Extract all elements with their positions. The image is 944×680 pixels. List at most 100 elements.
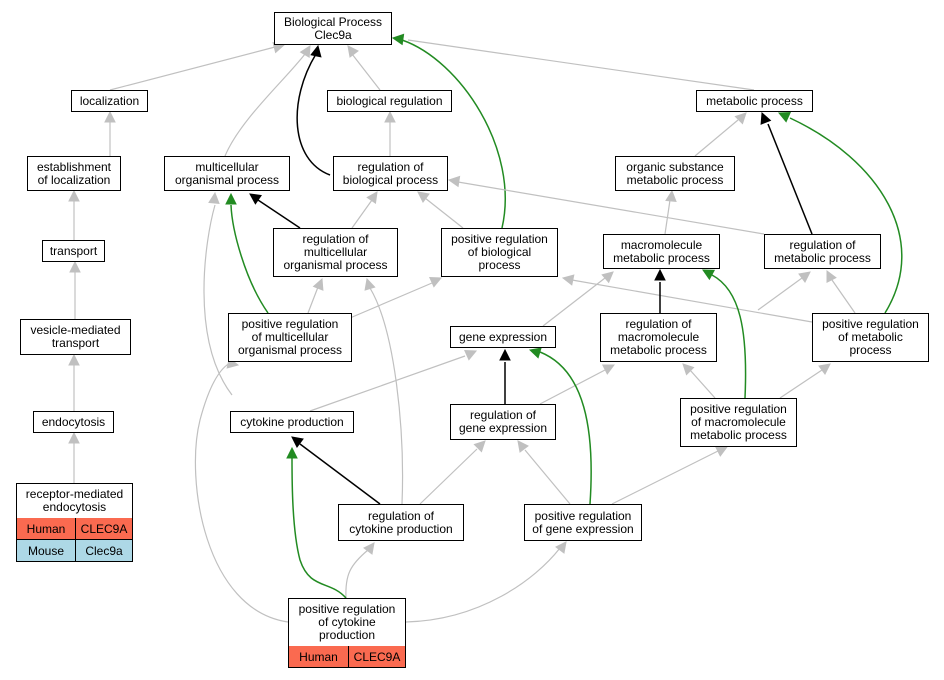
node-localization[interactable]: localization — [71, 90, 148, 112]
node-regulation-of-gene-expression[interactable]: regulation of gene expression — [450, 404, 556, 440]
gene-cell-clec9a-human: CLEC9A — [348, 646, 405, 667]
edge-line — [689, 369, 716, 399]
edge-line — [369, 287, 404, 505]
edge-arrowhead — [384, 110, 396, 123]
edge-arrowhead — [702, 269, 716, 281]
node-positive-regulation-of-macromolecule-metabolic-process[interactable]: positive regulation of macromolecule met… — [680, 398, 797, 447]
node-regulation-of-metabolic-process[interactable]: regulation of metabolic process — [764, 234, 881, 269]
node-positive-regulation-of-biological-process[interactable]: positive regulation of biological proces… — [441, 228, 558, 277]
edge-line — [291, 457, 347, 599]
edge-line — [542, 277, 606, 327]
edge-line — [309, 355, 466, 412]
edge-line — [349, 282, 433, 319]
edge-line — [407, 39, 755, 91]
edge-arrowhead — [561, 274, 575, 286]
node-positive-regulation-of-gene-expression[interactable]: positive regulation of gene expression — [524, 504, 642, 541]
edge-arrowhead — [682, 363, 695, 376]
node-regulation-of-multicellular-organismal-process[interactable]: regulation of multicellular organismal p… — [273, 228, 398, 277]
species-cell-human: Human — [17, 518, 75, 539]
edge-line — [757, 277, 803, 311]
node-biological-regulation[interactable]: biological regulation — [327, 90, 452, 112]
edge-arrowhead — [208, 191, 220, 204]
edge-arrowhead — [68, 431, 80, 444]
edge-line — [694, 119, 739, 157]
edge-arrowhead — [777, 111, 791, 123]
edge-line — [109, 46, 276, 91]
edge-line — [405, 547, 561, 623]
species-cell-human: Human — [289, 646, 348, 667]
node-regulation-of-cytokine-production[interactable]: regulation of cytokine production — [338, 504, 464, 541]
node-regulation-of-macromolecule-metabolic-process[interactable]: regulation of macromolecule metabolic pr… — [600, 313, 717, 362]
node-cytokine-production[interactable]: cytokine production — [230, 411, 354, 433]
edge-arrowhead — [299, 45, 311, 59]
edge-line — [194, 361, 289, 623]
edge-line — [351, 199, 373, 229]
node-transport[interactable]: transport — [42, 240, 105, 262]
edge-line — [307, 286, 319, 314]
edge-arrowhead — [499, 348, 511, 361]
edge-line — [524, 449, 571, 505]
edge-arrowhead — [528, 347, 542, 359]
edge-line — [457, 181, 765, 235]
edge-arrowhead — [364, 277, 376, 291]
edge-arrowhead — [798, 271, 811, 283]
edge-arrowhead — [429, 276, 443, 288]
node-positive-regulation-of-multicellular-organismal-process[interactable]: positive regulation of multicellular org… — [228, 313, 352, 362]
edge-line — [571, 279, 813, 323]
edge-arrowhead — [391, 33, 405, 46]
edge-line — [424, 197, 464, 229]
node-establishment-of-localization[interactable]: establishment of localization — [27, 156, 121, 191]
node-receptor-mediated-endocytosis[interactable]: receptor-mediated endocytosis — [16, 483, 133, 519]
edge-line — [831, 279, 856, 314]
edge-arrowhead — [417, 191, 430, 203]
edge-arrowhead — [225, 192, 237, 205]
edge-arrowhead — [363, 542, 375, 555]
edge-line — [779, 369, 823, 399]
edge-arrowhead — [555, 541, 567, 554]
gene-table-receptor-mediated-endocytosis-mouse: Mouse Clec9a — [16, 540, 133, 562]
edge-arrowhead — [286, 446, 298, 459]
node-macromolecule-metabolic-process[interactable]: macromolecule metabolic process — [603, 234, 720, 269]
edge-arrowhead — [601, 271, 614, 284]
edge-arrowhead — [826, 269, 837, 284]
edge-arrowhead — [69, 260, 81, 273]
edge-line — [299, 443, 381, 505]
gene-table-positive-regulation-of-cytokine-production: Human CLEC9A — [288, 646, 406, 668]
edge-arrowhead — [447, 175, 461, 188]
node-organic-substance-metabolic-process[interactable]: organic substance metabolic process — [615, 156, 735, 191]
edge-arrowhead — [68, 353, 80, 366]
edge-arrowhead — [601, 364, 616, 375]
edge-line — [711, 274, 747, 399]
edge-line — [401, 39, 506, 229]
edge-line — [611, 450, 719, 505]
edge-arrowhead — [734, 112, 747, 125]
edge-arrowhead — [654, 268, 666, 281]
node-biological-process[interactable]: Biological Process Clec9a — [274, 12, 392, 45]
edge-line — [345, 549, 369, 599]
gene-cell-clec9a-human: CLEC9A — [75, 518, 132, 539]
edge-arrowhead — [665, 189, 677, 202]
edge-arrowhead — [104, 110, 116, 123]
edge-arrowhead — [291, 436, 304, 448]
node-multicellular-organismal-process[interactable]: multicellular organismal process — [164, 156, 290, 191]
edge-arrowhead — [818, 363, 831, 375]
node-metabolic-process[interactable]: metabolic process — [696, 90, 813, 112]
node-gene-expression[interactable]: gene expression — [450, 326, 556, 348]
edge-line — [789, 117, 903, 314]
node-regulation-of-biological-process[interactable]: regulation of biological process — [333, 156, 448, 191]
edge-arrowhead — [517, 440, 529, 453]
edge-line — [419, 448, 478, 505]
edge-arrowhead — [312, 277, 324, 291]
species-cell-mouse: Mouse — [17, 540, 75, 561]
edge-line — [539, 369, 606, 405]
edge-line — [351, 53, 381, 91]
node-endocytosis[interactable]: endocytosis — [33, 411, 114, 433]
node-positive-regulation-of-cytokine-production[interactable]: positive regulation of cytokine producti… — [288, 598, 406, 647]
edge-arrowhead — [464, 349, 478, 361]
edge-line — [224, 53, 306, 157]
edge-line — [296, 53, 331, 176]
node-positive-regulation-of-metabolic-process[interactable]: positive regulation of metabolic process — [812, 313, 929, 362]
edge-line — [767, 123, 813, 235]
node-vesicle-mediated-transport[interactable]: vesicle-mediated transport — [20, 319, 131, 355]
